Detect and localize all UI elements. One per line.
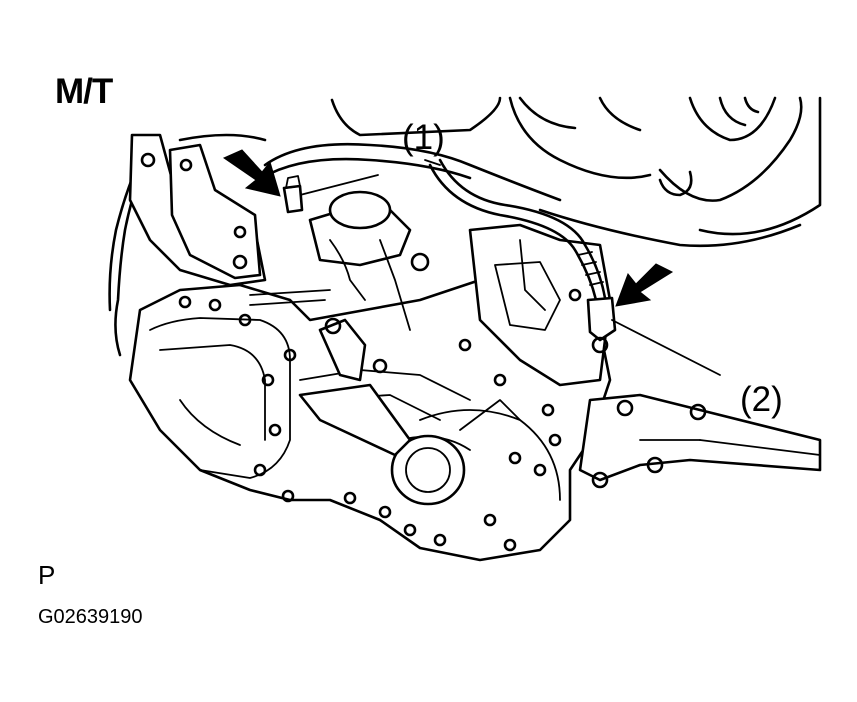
arrow-right-connector-icon xyxy=(615,263,674,307)
arrow-left-connector-icon xyxy=(222,149,281,197)
back-up-light-switch xyxy=(282,175,304,214)
callout-1-label: (1) xyxy=(402,118,445,157)
engine-outline xyxy=(330,96,822,248)
transmission-case xyxy=(128,190,822,562)
pipes xyxy=(108,133,562,357)
callout-leaders xyxy=(299,159,441,196)
view-label: P xyxy=(38,560,56,590)
speed-sensor-harness xyxy=(428,158,721,376)
callout-2-label: (2) xyxy=(740,380,783,419)
left-mount-bracket xyxy=(128,133,267,287)
figure-code: G02639190 xyxy=(38,606,143,628)
transmission-type-title: M/T xyxy=(55,72,113,111)
